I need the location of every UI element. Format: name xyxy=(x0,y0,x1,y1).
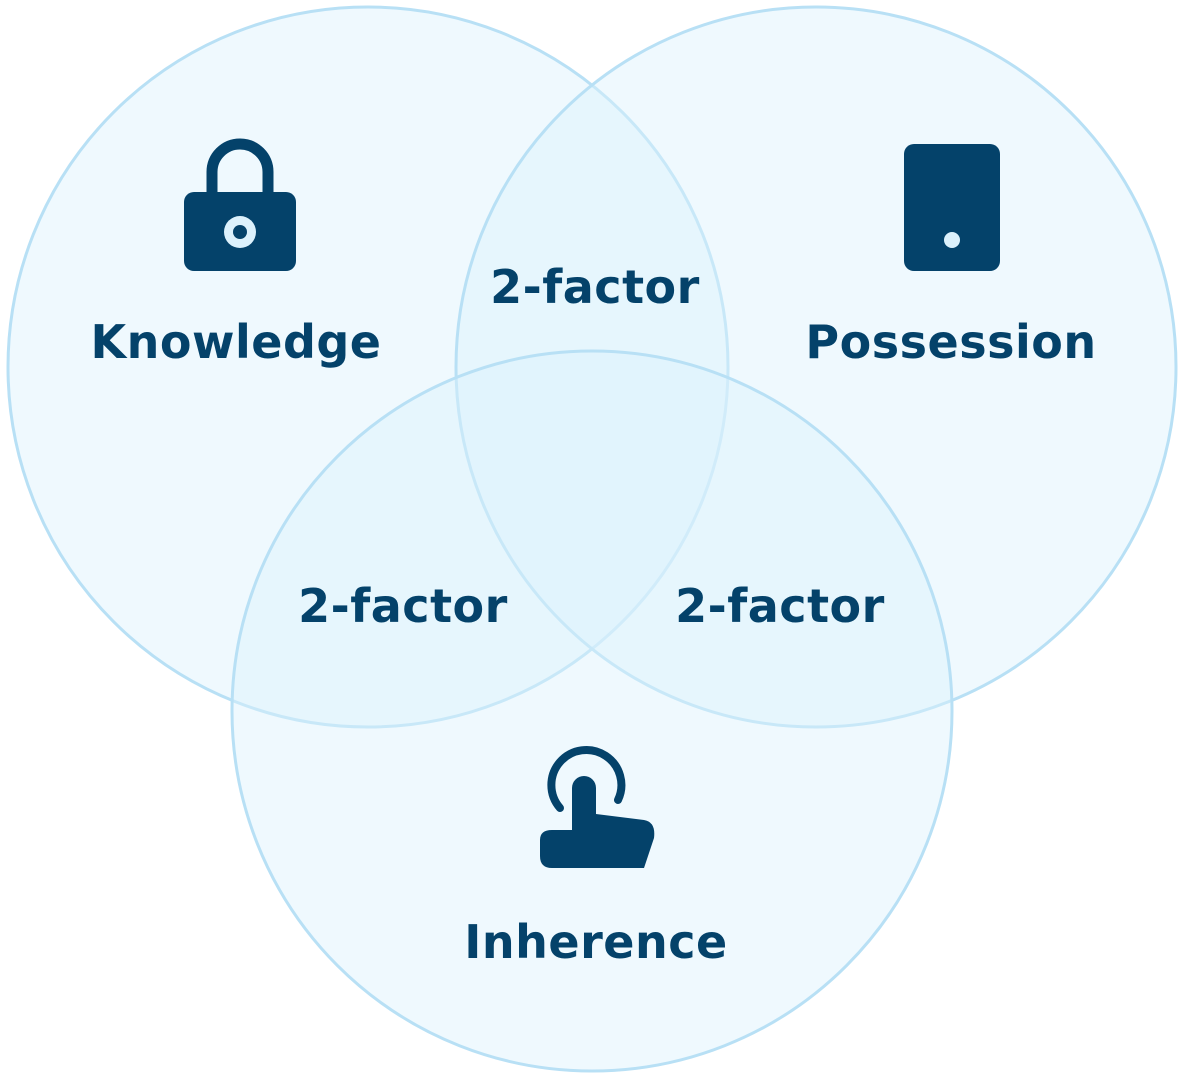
circle-knowledge xyxy=(6,5,730,729)
label-intersection-knowledge-possession: 2-factor xyxy=(490,260,700,314)
touch-icon xyxy=(540,746,655,868)
phone-icon xyxy=(904,144,1000,271)
circle-inherence xyxy=(230,349,954,1073)
label-inherence: Inherence xyxy=(464,915,728,969)
lock-icon xyxy=(184,138,296,271)
label-knowledge: Knowledge xyxy=(90,315,382,369)
label-intersection-knowledge-inherence: 2-factor xyxy=(298,579,508,633)
label-possession: Possession xyxy=(805,315,1097,369)
label-intersection-possession-inherence: 2-factor xyxy=(675,579,885,633)
